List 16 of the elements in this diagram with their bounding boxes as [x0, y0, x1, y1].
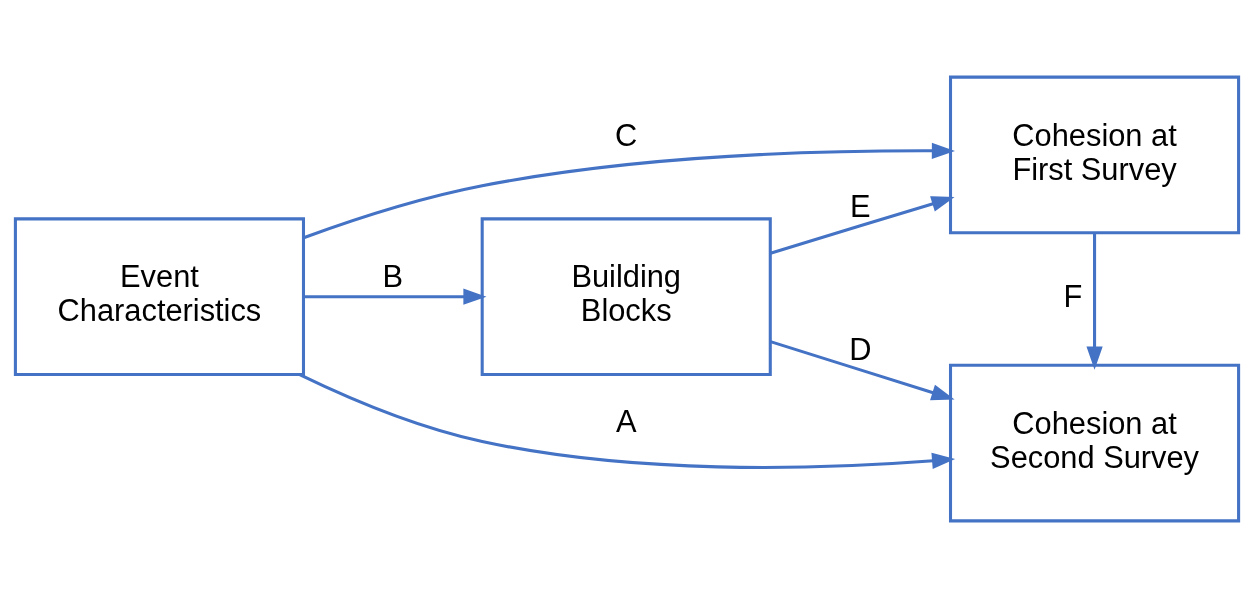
node-box: Cohesion at Second Survey [948, 363, 1241, 522]
arrow [770, 195, 955, 255]
node-box: Event Characteristics [13, 216, 306, 376]
node-box: Cohesion at First Survey [948, 75, 1241, 234]
edge-label: F [1063, 278, 1083, 314]
node-box: Building Blocks [480, 216, 772, 376]
arrow [303, 142, 955, 239]
arrow [770, 339, 955, 400]
edge-label: D [849, 331, 872, 367]
arrow [299, 372, 956, 469]
edge-label: E [850, 188, 871, 224]
arrow [1086, 232, 1103, 370]
edge-label: B [382, 258, 404, 294]
edge-label: A [615, 403, 637, 439]
edge-label: C [615, 117, 638, 153]
arrow [303, 288, 487, 305]
